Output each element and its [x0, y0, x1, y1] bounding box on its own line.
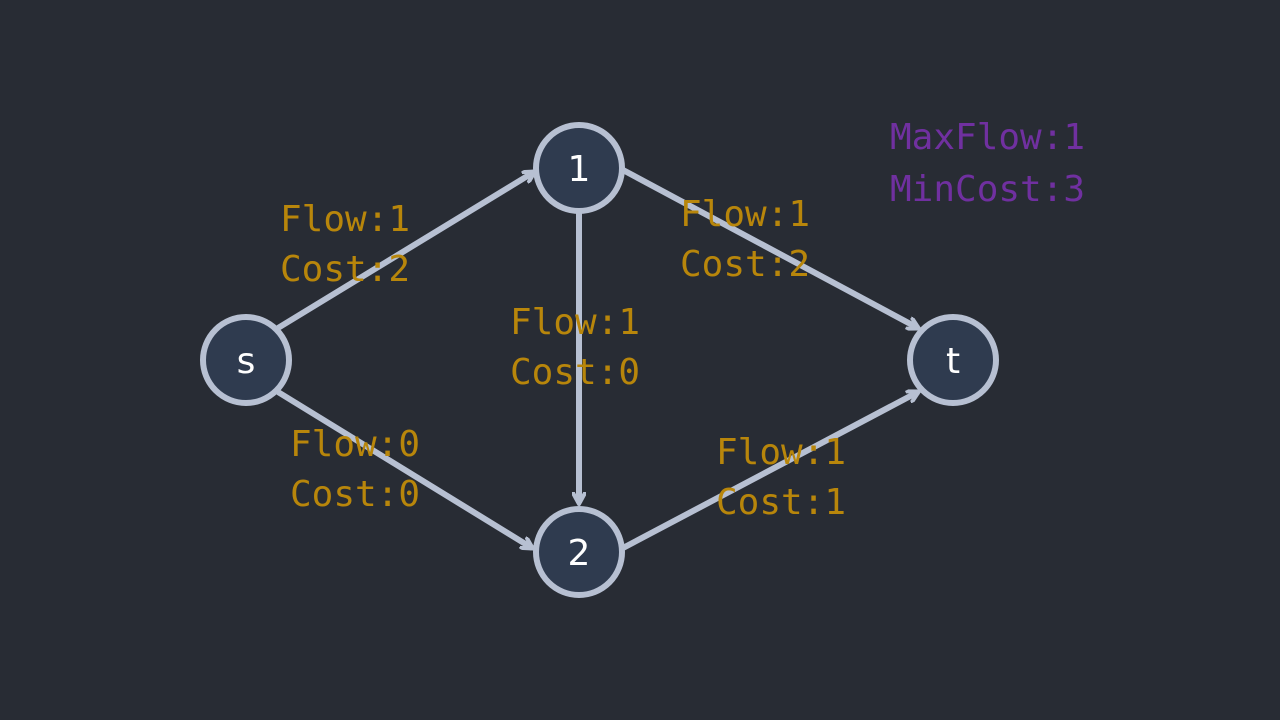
- node-1: 1: [533, 122, 625, 214]
- min-cost-text: MinCost:3: [890, 169, 1086, 210]
- node-2: 2: [533, 506, 625, 598]
- edge-s-2: [276, 389, 532, 551]
- node-t: t: [907, 314, 999, 406]
- edge-flow: Flow:1: [510, 302, 641, 343]
- max-flow-text: MaxFlow:1: [890, 117, 1086, 158]
- node-1-label: 1: [568, 149, 591, 190]
- flow-summary: MaxFlow:1 MinCost:3: [890, 112, 1085, 216]
- edge-label-s-1: Flow:1 Cost:2: [280, 195, 410, 295]
- edge-cost: Cost:1: [716, 482, 847, 523]
- edge-label-1-2: Flow:1 Cost:0: [510, 298, 640, 398]
- edge-cost: Cost:0: [510, 352, 641, 393]
- edge-label-1-t: Flow:1 Cost:2: [680, 190, 810, 290]
- node-t-label: t: [946, 341, 960, 382]
- edge-label-2-t: Flow:1 Cost:1: [716, 428, 846, 528]
- edge-flow: Flow:1: [280, 199, 411, 240]
- edge-s-1: [276, 169, 534, 331]
- edge-flow: Flow:1: [716, 432, 847, 473]
- node-s-label: s: [237, 341, 256, 382]
- edge-1-t: [621, 167, 918, 331]
- node-s: s: [200, 314, 292, 406]
- edge-flow: Flow:0: [290, 424, 421, 465]
- node-2-label: 2: [568, 533, 591, 574]
- edge-2-t: [621, 389, 918, 551]
- edge-cost: Cost:2: [680, 244, 811, 285]
- edge-label-s-2: Flow:0 Cost:0: [290, 420, 420, 520]
- edge-flow: Flow:1: [680, 194, 811, 235]
- edge-cost: Cost:2: [280, 249, 411, 290]
- edge-cost: Cost:0: [290, 474, 421, 515]
